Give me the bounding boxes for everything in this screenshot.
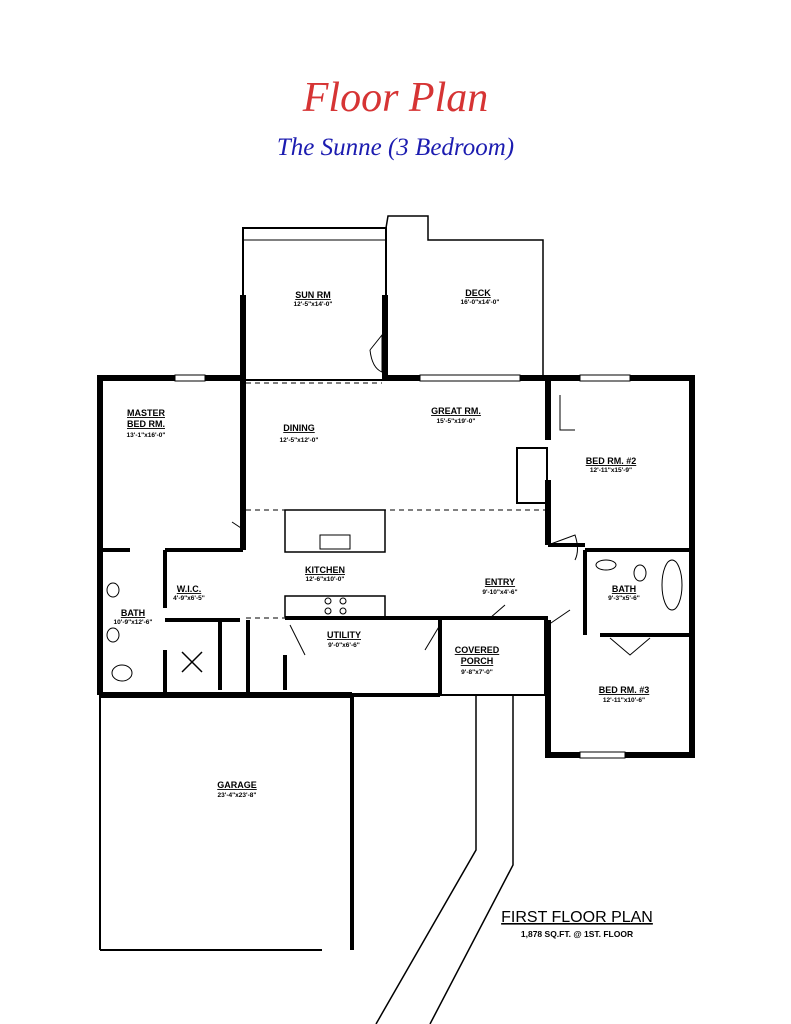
page-subtitle: The Sunne (3 Bedroom): [276, 134, 515, 161]
room-label-master-bath: BATH: [121, 608, 145, 618]
room-dims-entry: 9'-10"x4'-6": [482, 589, 517, 596]
exterior-walls: [97, 375, 695, 758]
sink-icon: [319, 534, 351, 550]
fireplace-icon: [516, 447, 548, 504]
door-swings: [231, 395, 651, 656]
sun-room-wall-left: [240, 295, 246, 375]
room-dims-sun-rm: 12'-5"x14'-0": [294, 301, 333, 308]
walkway-lines: [375, 695, 514, 1024]
room-dims-wic: 4'-9"x6'-5": [173, 595, 205, 602]
room-dims-bed-2: 12'-11"x15'-9": [590, 467, 632, 474]
room-dims-porch: 9'-8"x7'-0": [461, 669, 493, 676]
room-label-bed-2: BED RM. #2: [586, 456, 637, 466]
plan-title: FIRST FLOOR PLAN: [501, 909, 653, 926]
deck-outline: [385, 215, 544, 378]
room-label-kitchen: KITCHEN: [305, 565, 345, 575]
room-label-garage: GARAGE: [217, 780, 257, 790]
room-label-bed-3: BED RM. #3: [599, 685, 650, 695]
room-dims-kitchen: 12'-6"x10'-0": [306, 576, 345, 583]
room-label-deck: DECK: [465, 288, 491, 298]
room-label-entry: ENTRY: [485, 577, 515, 587]
porch-outline: [440, 618, 546, 696]
plan-area: 1,878 SQ.FT. @ 1ST. FLOOR: [521, 929, 633, 939]
room-label-bath-2: BATH: [612, 584, 636, 594]
room-label-great-rm: GREAT RM.: [431, 406, 481, 416]
room-dims-utility: 9'-0"x6'-6": [328, 642, 360, 649]
room-dims-master-bath: 10'-9"x12'-6": [114, 619, 153, 626]
bathtub-icon: [661, 559, 683, 611]
kitchen-counter: [284, 595, 386, 619]
room-dims-bed-3: 12'-11"x10'-6": [603, 697, 645, 704]
room-label-master-1: MASTER: [127, 408, 166, 418]
toilet-icon: [633, 564, 647, 582]
garage-walls: [99, 695, 322, 951]
room-dims-great-rm: 15'-5"x19'-0": [437, 418, 476, 425]
room-dims-master: 13'-1"x16'-0": [127, 432, 166, 439]
kitchen-island: [284, 509, 386, 553]
room-dims-garage: 23'-4"x23'-8": [218, 792, 257, 799]
sun-room-wall-right: [382, 295, 388, 375]
room-dims-dining: 12'-5"x12'-0": [280, 437, 319, 444]
interior-walls: [100, 543, 692, 697]
room-label-sun-rm: SUN RM: [295, 290, 331, 300]
dashed-openings: [246, 382, 548, 619]
page-title: Floor Plan: [302, 75, 489, 121]
room-label-wic: W.I.C.: [177, 584, 202, 594]
toilet-icon: [111, 664, 133, 682]
room-dims-deck: 16'-0"x14'-0": [461, 299, 500, 306]
sink-icon: [595, 559, 617, 571]
room-dims-bath-2: 9'-3"x5'-6": [608, 595, 640, 602]
room-label-dining: DINING: [283, 423, 315, 433]
room-label-utility: UTILITY: [327, 630, 361, 640]
room-label-porch-1: COVERED: [455, 645, 500, 655]
room-label-master-2: BED RM.: [127, 419, 165, 429]
stove-burner-icon: [324, 597, 332, 605]
room-label-porch-2: PORCH: [461, 656, 494, 666]
sink-icon: [106, 582, 120, 598]
